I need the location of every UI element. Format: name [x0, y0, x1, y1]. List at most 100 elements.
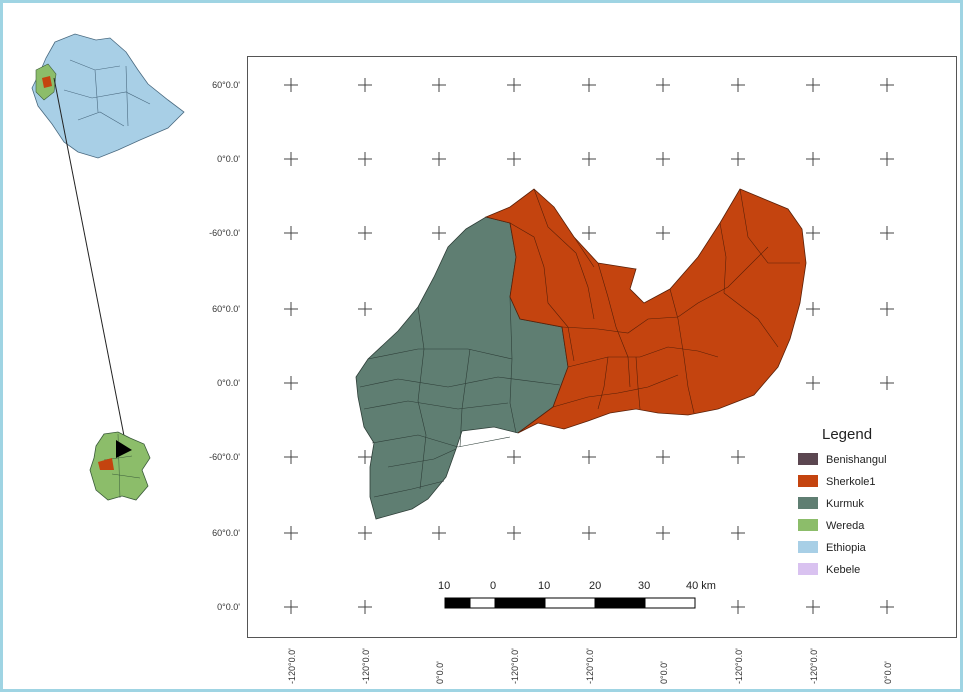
- x-tick-label: -120°0.0': [510, 648, 520, 684]
- graticule-cross: [582, 152, 596, 166]
- x-tick-label: -120°0.0': [809, 648, 819, 684]
- graticule-cross: [432, 526, 446, 540]
- x-tick-label: -120°0.0': [585, 648, 595, 684]
- graticule-cross: [582, 78, 596, 92]
- graticule-cross: [731, 526, 745, 540]
- graticule-cross: [731, 152, 745, 166]
- graticule-cross: [806, 600, 820, 614]
- inset-maps: [31, 33, 185, 501]
- graticule-cross: [582, 526, 596, 540]
- scale-label: 30: [638, 580, 650, 592]
- scale-segment: [644, 597, 696, 609]
- x-tick-label: 0°0.0': [659, 661, 669, 684]
- graticule-cross: [284, 526, 298, 540]
- graticule-cross: [507, 450, 521, 464]
- legend-label: Kebele: [826, 564, 860, 576]
- graticule-cross: [656, 78, 670, 92]
- location-triangle-icon: [116, 440, 132, 458]
- graticule-cross: [880, 376, 894, 390]
- graticule-cross: [507, 526, 521, 540]
- main-map-panel: Legend Benishangul Sherkole1 Kurmuk Were…: [247, 56, 957, 638]
- legend: Legend Benishangul Sherkole1 Kurmuk Were…: [798, 426, 887, 576]
- y-tick-label: -60°0.0': [209, 452, 240, 462]
- graticule-cross: [358, 302, 372, 316]
- graticule-cross: [507, 78, 521, 92]
- graticule-cross: [284, 302, 298, 316]
- legend-label: Kurmuk: [826, 498, 864, 510]
- graticule-cross: [656, 526, 670, 540]
- graticule-cross: [284, 600, 298, 614]
- graticule-cross: [358, 526, 372, 540]
- x-tick-label: -120°0.0': [287, 648, 297, 684]
- graticule-cross: [358, 152, 372, 166]
- legend-label: Ethiopia: [826, 542, 867, 554]
- scale-segment: [594, 597, 646, 609]
- graticule-cross: [507, 152, 521, 166]
- scale-segment: [494, 597, 546, 609]
- scale-bar: 10 0 10 20 30 40 km: [438, 580, 716, 609]
- y-tick-label: 60°0.0': [212, 80, 240, 90]
- graticule-cross: [880, 302, 894, 316]
- leader-line: [53, 77, 127, 447]
- wereda-inset-map: [89, 431, 151, 501]
- legend-swatch-ethiopia: [798, 541, 818, 553]
- graticule-cross: [358, 78, 372, 92]
- graticule-cross: [880, 78, 894, 92]
- graticule-cross: [656, 450, 670, 464]
- scale-segment: [444, 597, 471, 609]
- y-tick-label: 0°0.0': [217, 602, 240, 612]
- scale-label: 10: [538, 580, 550, 592]
- graticule-cross: [806, 376, 820, 390]
- scale-label: 0: [490, 580, 496, 592]
- y-tick-label: 60°0.0': [212, 528, 240, 538]
- graticule-cross: [358, 600, 372, 614]
- graticule-cross: [358, 450, 372, 464]
- legend-swatch-kurmuk: [798, 497, 818, 509]
- graticule-cross: [806, 302, 820, 316]
- graticule-cross: [284, 152, 298, 166]
- sherkole-internal-borders: [509, 188, 800, 414]
- scale-label: 10: [438, 580, 450, 592]
- legend-label: Benishangul: [826, 454, 887, 466]
- legend-item: Ethiopia: [798, 541, 867, 554]
- graticule-cross: [582, 450, 596, 464]
- scale-segment: [544, 597, 596, 609]
- x-tick-label: -120°0.0': [734, 648, 744, 684]
- legend-item: Kebele: [798, 563, 860, 576]
- graticule-cross: [806, 78, 820, 92]
- graticule-cross: [358, 226, 372, 240]
- graticule-cross: [284, 450, 298, 464]
- legend-swatch-sherkole: [798, 475, 818, 487]
- legend-swatch-benishangul: [798, 453, 818, 465]
- study-area-inset-marker: [42, 76, 52, 88]
- graticule-cross: [806, 226, 820, 240]
- graticule-cross: [656, 226, 670, 240]
- ethiopia-inset-map: [31, 33, 185, 159]
- legend-item: Sherkole1: [798, 475, 876, 488]
- x-tick-label: -120°0.0': [361, 648, 371, 684]
- legend-item: Kurmuk: [798, 497, 864, 510]
- legend-label: Wereda: [826, 520, 865, 532]
- graticule-cross: [806, 152, 820, 166]
- x-tick-label: 0°0.0': [883, 661, 893, 684]
- y-tick-label: 0°0.0': [217, 154, 240, 164]
- scale-label: 40 km: [686, 580, 716, 592]
- graticule-cross: [582, 226, 596, 240]
- legend-item: Wereda: [798, 519, 865, 532]
- graticule-cross: [432, 152, 446, 166]
- sherkole-inset-marker: [98, 458, 114, 470]
- graticule-cross: [656, 152, 670, 166]
- kurmuk-internal-borders: [359, 296, 561, 498]
- legend-title: Legend: [822, 426, 872, 443]
- graticule-cross: [432, 78, 446, 92]
- graticule-cross: [880, 152, 894, 166]
- x-tick-label: 0°0.0': [435, 661, 445, 684]
- graticule-cross: [432, 226, 446, 240]
- y-tick-label: -60°0.0': [209, 228, 240, 238]
- main-map: Legend Benishangul Sherkole1 Kurmuk Were…: [284, 78, 894, 614]
- graticule-cross: [880, 600, 894, 614]
- legend-item: Benishangul: [798, 453, 887, 466]
- graticule-cross: [284, 376, 298, 390]
- graticule-cross: [880, 226, 894, 240]
